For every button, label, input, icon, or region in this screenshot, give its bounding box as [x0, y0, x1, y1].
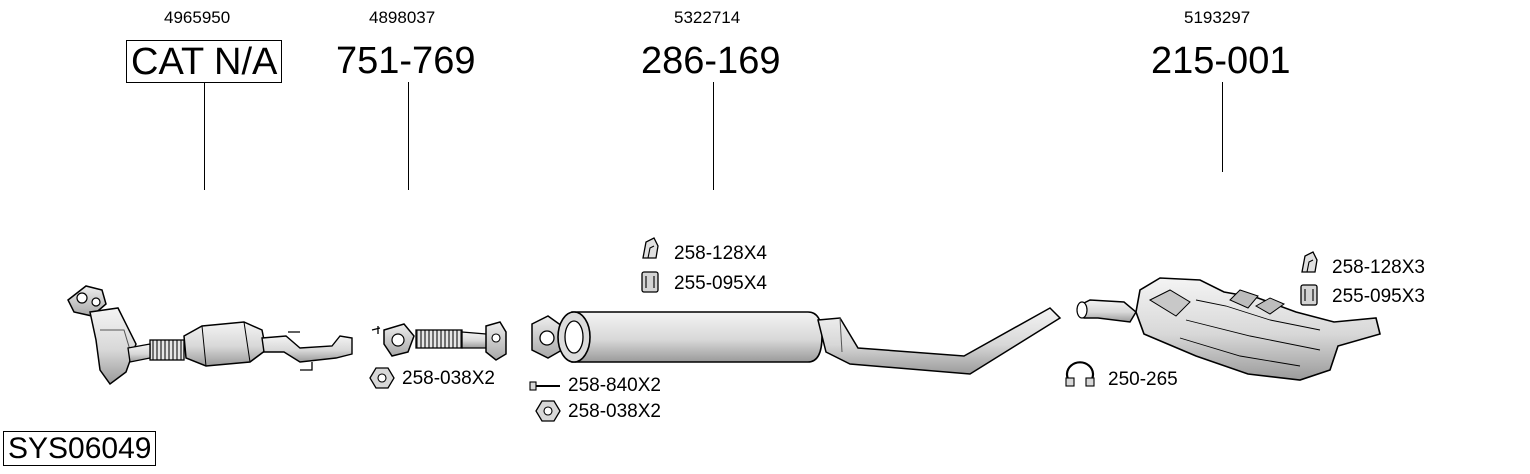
accessory-center-hanger[interactable]: 258-128X4 [674, 243, 767, 264]
part-number-rear-silencer[interactable]: 215-001 [1151, 40, 1291, 82]
rubber-mount-icon [1300, 284, 1318, 306]
leader-line-front-pipe [408, 82, 409, 190]
accessory-center-rubber[interactable]: 255-095X4 [674, 273, 767, 294]
leader-line-catalyst [204, 82, 205, 190]
nut-icon [369, 367, 395, 389]
accessory-front-pipe-nut[interactable]: 258-038X2 [402, 368, 495, 389]
accessory-rear-rubber[interactable]: 255-095X3 [1332, 286, 1425, 307]
front-pipe-drawing[interactable] [371, 321, 507, 361]
oem-number-front-pipe: 4898037 [369, 8, 436, 27]
oem-number-catalyst: 4965950 [164, 8, 231, 27]
part-number-catalyst[interactable]: CAT N/A [126, 40, 283, 83]
catalyst-drawing[interactable] [67, 285, 353, 386]
accessory-rear-hanger[interactable]: 258-128X3 [1332, 257, 1425, 278]
rear-silencer-drawing[interactable] [1076, 277, 1381, 381]
accessory-center-bolt[interactable]: 258-840X2 [568, 375, 661, 396]
bolt-icon [529, 381, 560, 391]
oem-number-center-silencer: 5322714 [674, 8, 741, 27]
hanger-icon [642, 237, 659, 259]
rubber-mount-icon [641, 271, 659, 293]
nut-icon [535, 400, 561, 422]
center-silencer-drawing[interactable] [531, 307, 1062, 375]
clamp-icon [1065, 361, 1095, 387]
system-id: SYS06049 [3, 431, 157, 466]
part-number-front-pipe[interactable]: 751-769 [336, 40, 476, 82]
part-number-center-silencer[interactable]: 286-169 [641, 40, 781, 82]
accessory-center-nut[interactable]: 258-038X2 [568, 401, 661, 422]
oem-number-rear-silencer: 5193297 [1184, 8, 1251, 27]
leader-line-center-silencer [713, 82, 714, 190]
hanger-icon [1301, 251, 1318, 273]
accessory-rear-clamp[interactable]: 250-265 [1108, 369, 1178, 390]
leader-line-rear-silencer [1222, 82, 1223, 172]
